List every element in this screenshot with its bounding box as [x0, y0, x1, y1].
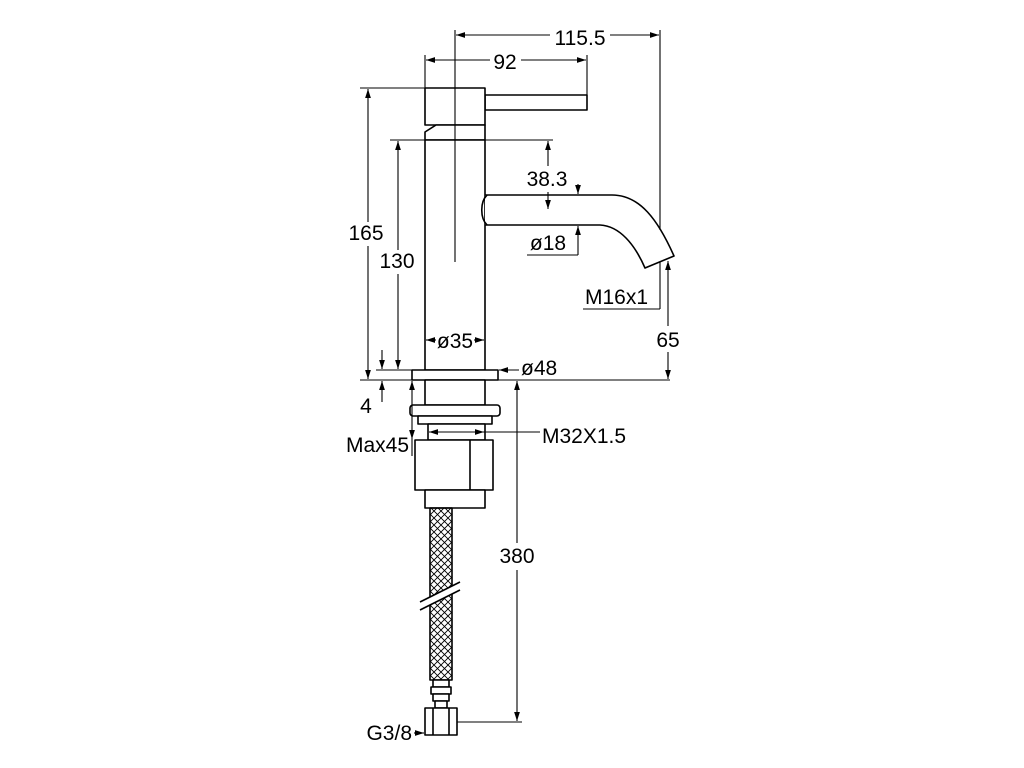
base-flange — [411, 369, 499, 381]
dimension-spout-height: 38.3 — [485, 139, 568, 209]
dimension-flange-diameter: ø48 — [499, 357, 557, 380]
spout-joint — [480, 194, 488, 226]
gasket — [417, 415, 493, 425]
dimension-overall-reach: 115.5 — [456, 27, 661, 230]
dimension-label-overall-height: 165 — [348, 222, 383, 245]
dimension-label-handle-length: 92 — [493, 51, 516, 74]
dimension-label-flange-diameter: ø48 — [521, 357, 557, 380]
washer — [409, 404, 501, 417]
callout-shank-thread: M32X1.5 — [429, 425, 626, 448]
dimension-max-deck-thickness: Max45 — [346, 381, 415, 457]
dimension-spout-diameter: ø18 — [527, 184, 581, 256]
nut-collar — [424, 489, 486, 509]
dimension-body-height: 130 — [379, 139, 425, 369]
dimension-outlet-height: 65 — [656, 261, 680, 379]
ferrule-ring — [430, 686, 452, 695]
callout-hose-connection: G3/8 — [366, 722, 424, 745]
dimension-body-diameter: ø35 — [426, 330, 484, 353]
dimension-label-outlet-height: 65 — [656, 329, 679, 352]
dimension-label-spout-diameter: ø18 — [530, 232, 566, 255]
ferrule-ring — [432, 693, 450, 702]
handle-lever — [484, 94, 588, 111]
hose-ferrule — [430, 679, 452, 709]
lock-nut — [414, 439, 494, 491]
dimension-label-overall-reach: 115.5 — [555, 27, 606, 50]
hose-connector-nut-faces — [432, 708, 450, 735]
hose-connector-nut — [424, 707, 458, 736]
dimension-label-hose-length: 380 — [499, 545, 534, 568]
ferrule-ring — [434, 700, 448, 709]
dimension-label-body-height: 130 — [379, 250, 414, 273]
threaded-shank — [424, 379, 486, 406]
dimension-flange-thickness: 4 — [360, 350, 412, 418]
hose-break-gap — [420, 582, 460, 610]
hose-break-symbol — [419, 581, 461, 611]
ferrule-ring — [432, 679, 450, 688]
dimension-handle-length: 92 — [424, 51, 588, 95]
callout-label-shank-thread: M32X1.5 — [542, 425, 626, 448]
dimension-overall-height: 165 — [348, 87, 425, 379]
dimension-label-spout-height: 38.3 — [527, 168, 568, 191]
dimension-label-max-deck-thickness: Max45 — [346, 434, 409, 457]
callout-label-aerator-thread: M16x1 — [585, 286, 648, 309]
callout-label-hose-connection: G3/8 — [366, 722, 412, 745]
callout-aerator-thread: M16x1 — [583, 262, 661, 310]
dimension-hose-length: 380 — [457, 381, 535, 723]
spout — [485, 194, 675, 269]
dimension-label-flange-thickness: 4 — [360, 395, 372, 418]
dimension-label-body-diameter: ø35 — [437, 330, 473, 353]
